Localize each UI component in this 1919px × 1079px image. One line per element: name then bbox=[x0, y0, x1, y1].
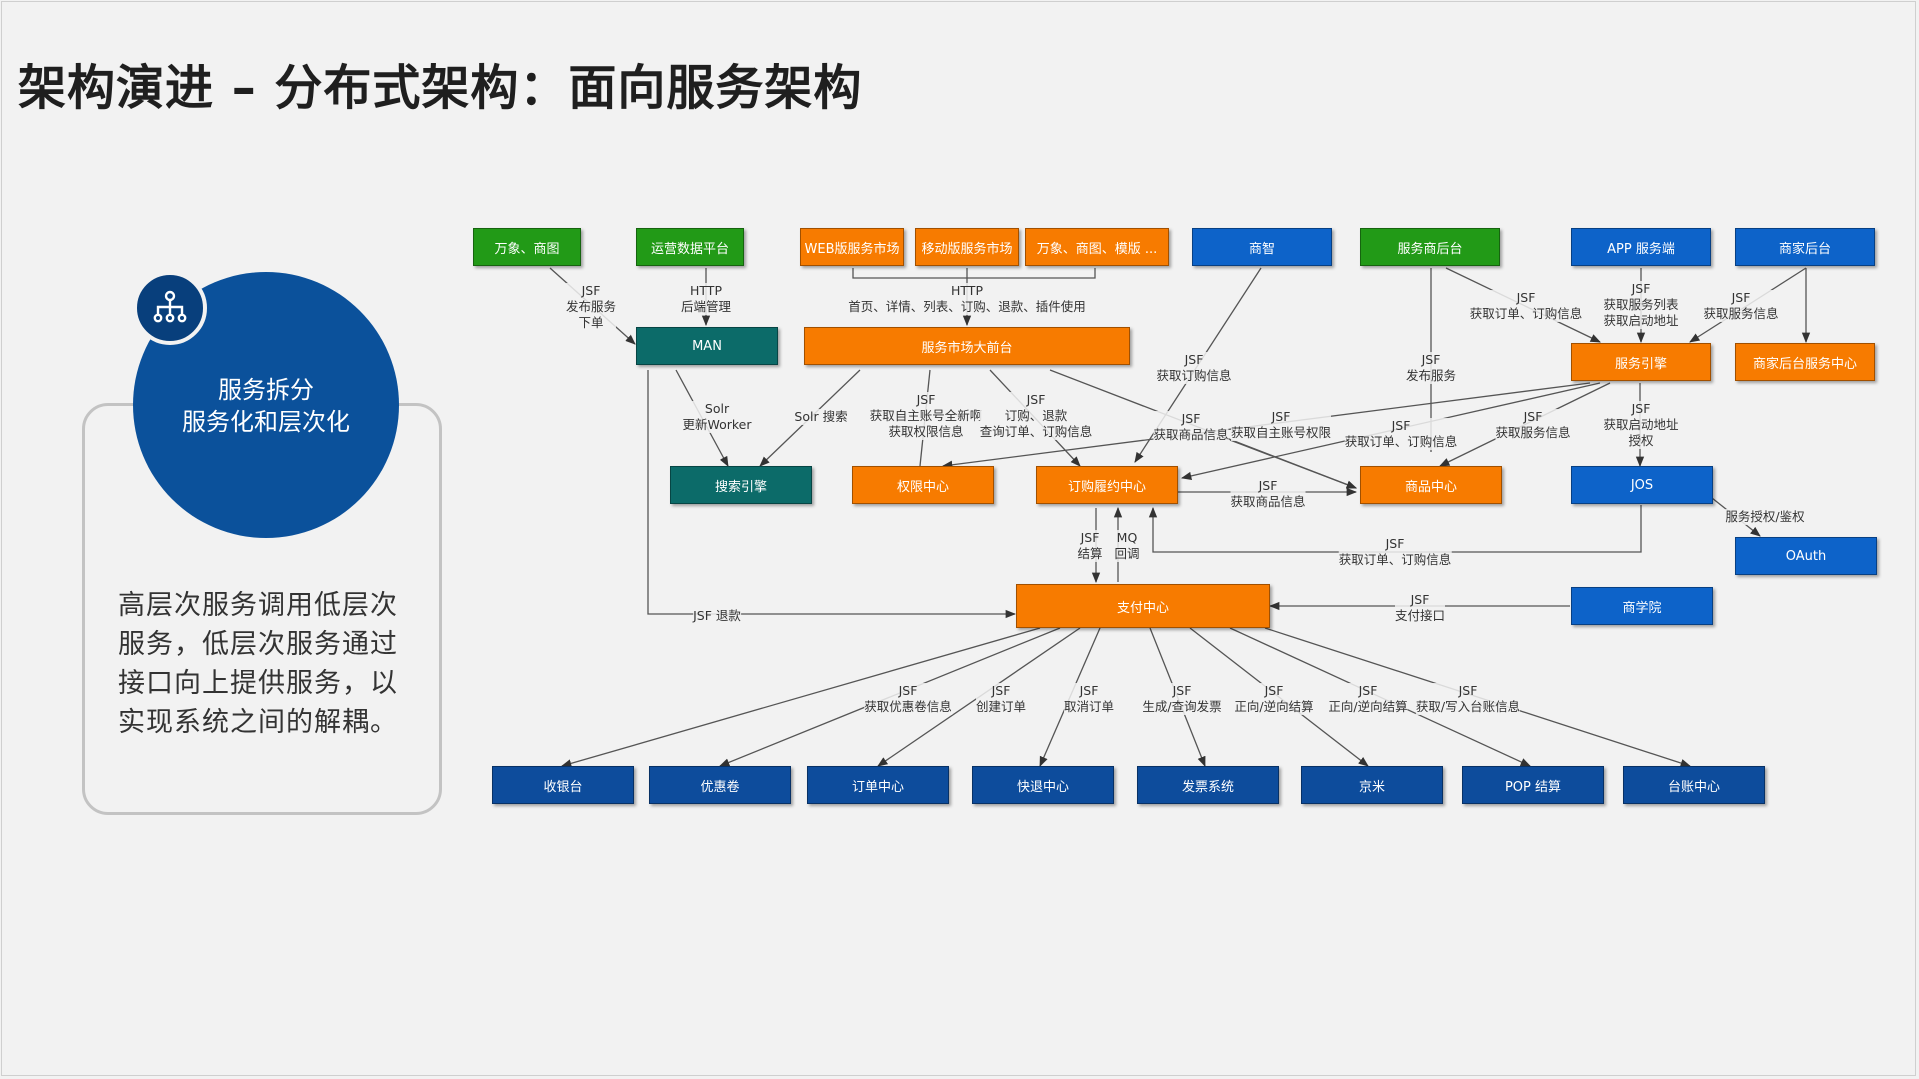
node-order-fulfil: 订购履约中心 bbox=[1036, 466, 1178, 504]
node-pay-center: 支付中心 bbox=[1016, 584, 1270, 628]
edge-label: JSF 支付接口 bbox=[1394, 592, 1446, 624]
node-wanxiang: 万象、商图 bbox=[473, 228, 581, 266]
edge-label: JSF 获取/写入台账信息 bbox=[1415, 683, 1521, 715]
node-mobile-market: 移动版服务市场 bbox=[915, 228, 1019, 266]
edge-label: JSF 获取服务信息 bbox=[1703, 290, 1779, 322]
node-search-engine: 搜索引擎 bbox=[670, 466, 812, 504]
node-coupon: 优惠卷 bbox=[649, 766, 791, 804]
circle-line-2: 服务化和层次化 bbox=[182, 408, 350, 436]
edge-label: MQ 回调 bbox=[1114, 530, 1140, 562]
edge-label: JSF 取消订单 bbox=[1063, 683, 1115, 715]
edge-label: JSF 获取服务信息 bbox=[1495, 409, 1571, 441]
node-shangzhi: 商智 bbox=[1192, 228, 1332, 266]
edge-label: 服务授权/鉴权 bbox=[1725, 509, 1805, 525]
node-wanxiang-mb: 万象、商图、模版 ... bbox=[1025, 228, 1169, 266]
node-app-server: APP 服务端 bbox=[1571, 228, 1711, 266]
edge-label: JSF 获取自主账号权限 bbox=[1230, 409, 1332, 441]
edge-label: Solr 更新Worker bbox=[682, 401, 752, 433]
edge-label: JSF 获取订单、订购信息 bbox=[1344, 418, 1458, 450]
node-refund-center: 快退中心 bbox=[972, 766, 1114, 804]
node-market-front: 服务市场大前台 bbox=[804, 327, 1130, 365]
node-merchant-center: 商家后台服务中心 bbox=[1735, 343, 1875, 381]
node-jos: JOS bbox=[1571, 466, 1713, 504]
edge-label: JSF 获取商品信息 bbox=[1153, 411, 1229, 443]
hierarchy-icon bbox=[133, 271, 207, 345]
edge-label: JSF 获取服务列表 获取启动地址 bbox=[1603, 281, 1679, 329]
edge-label: JSF 获取订购信息 bbox=[1156, 352, 1232, 384]
edge-label: JSF 退款 bbox=[693, 608, 741, 624]
node-web-market: WEB版服务市场 bbox=[800, 228, 904, 266]
node-pop: POP 结算 bbox=[1462, 766, 1604, 804]
node-product-center: 商品中心 bbox=[1360, 466, 1502, 504]
edge-label: JSF 获取启动地址 授权 bbox=[1603, 401, 1679, 449]
edge-label: JSF 正向/逆向结算 bbox=[1234, 683, 1314, 715]
edge-label: JSF 发布服务 下单 bbox=[565, 283, 617, 331]
node-shangxueyuan: 商学院 bbox=[1571, 587, 1713, 625]
edge-label: JSF 获取商品信息 bbox=[1230, 478, 1306, 510]
edge-label: Solr 搜索 bbox=[794, 409, 848, 425]
node-cashier: 收银台 bbox=[492, 766, 634, 804]
edge-label: JSF 获取订单、订购信息 bbox=[1469, 290, 1583, 322]
edge-label: HTTP 首页、详情、列表、订购、退款、插件使用 bbox=[848, 283, 1086, 315]
edge-label: JSF 生成/查询发票 bbox=[1142, 683, 1222, 715]
edge-label: JSF 获取订单、订购信息 bbox=[1338, 536, 1452, 568]
slide-title: 架构演进 – 分布式架构：面向服务架构 bbox=[18, 60, 863, 116]
edge-label: JSF 正向/逆向结算 bbox=[1328, 683, 1408, 715]
node-oauth: OAuth bbox=[1735, 537, 1877, 575]
circle-line-1: 服务拆分 bbox=[218, 376, 314, 404]
node-jingmi: 京米 bbox=[1301, 766, 1443, 804]
edge-label: JSF 订购、退款 查询订单、订购信息 bbox=[979, 392, 1093, 440]
edge-label: JSF 获取优惠卷信息 bbox=[864, 683, 952, 715]
node-service-engine: 服务引擎 bbox=[1571, 343, 1711, 381]
edge-label: JSF 创建订单 bbox=[975, 683, 1027, 715]
edge-label: JSF 发布服务 bbox=[1405, 352, 1457, 384]
node-order-center: 订单中心 bbox=[807, 766, 949, 804]
description-text: 高层次服务调用低层次服务，低层次服务通过接口向上提供服务，以实现系统之间的解耦。 bbox=[118, 590, 398, 738]
node-yunying: 运营数据平台 bbox=[636, 228, 744, 266]
node-merchant-backend: 商家后台 bbox=[1735, 228, 1875, 266]
edge-label: JSF 获取自主账号全新啊 获取权限信息 bbox=[869, 392, 983, 440]
node-fws-backend: 服务商后台 bbox=[1360, 228, 1500, 266]
node-ledger: 台账中心 bbox=[1623, 766, 1765, 804]
node-man: MAN bbox=[636, 327, 778, 365]
node-invoice: 发票系统 bbox=[1137, 766, 1279, 804]
edge-label: HTTP 后端管理 bbox=[680, 283, 732, 315]
edge-label: JSF 结算 bbox=[1077, 530, 1103, 562]
node-auth-center: 权限中心 bbox=[852, 466, 994, 504]
